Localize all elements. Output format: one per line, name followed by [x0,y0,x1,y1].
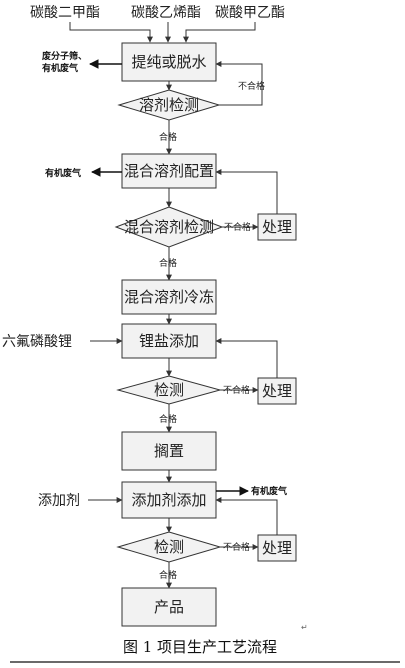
fail4-label: 不合格 [223,541,250,553]
step-product-box [121,587,217,627]
pass2-label: 合格 [159,257,177,269]
pass4-label: 合格 [159,569,177,581]
step-mix-config-box [121,153,217,189]
step-mix-config-label: 混合溶剂配置 [124,162,214,180]
step-mix-freeze-label: 混合溶剂冷冻 [124,288,214,306]
loop-handle2 [215,338,278,378]
loop-handle1 [215,169,278,214]
input-ec: 碳酸乙烯酯 [131,5,201,21]
loop-handle3 [215,497,278,535]
step-lithium-add-box [121,323,217,359]
handle1-box [257,213,297,241]
fail3-label: 不合格 [223,384,250,396]
handle1-label: 处理 [262,218,292,236]
step-solvent-check-label: 溶剂检测 [139,96,199,114]
waste2-label: 有机废气 [45,167,81,179]
pass1-label: 合格 [159,131,177,143]
pass3-label: 合格 [159,413,177,425]
step-check2-label: 检测 [154,381,184,399]
step-mix-freeze-box [121,279,217,315]
waste3-label: 有机废气 [251,485,287,497]
step-lithium-add-label: 锂盐添加 [139,332,199,350]
handle2-label: 处理 [262,382,292,400]
step-standing-label: 搁置 [154,442,184,460]
arrow-dmc [69,22,153,43]
input-emc: 碳酸甲乙酯 [215,5,285,21]
loop-fail1 [215,61,263,106]
arrow-emc [183,22,256,43]
fail1-label: 不合格 [238,80,265,92]
handle3-label: 处理 [262,539,292,557]
step-product-label: 产品 [154,598,184,616]
input-dmc: 碳酸二甲酯 [30,5,100,21]
figure-caption: 图 1 项目生产工艺流程 [123,638,277,656]
waste1-line2: 有机废气 [42,62,78,74]
paragraph-mark: ↵ [301,623,308,632]
handle2-box [257,377,297,405]
input-additive: 添加剂 [38,493,80,509]
fail2-label: 不合格 [224,221,251,233]
waste1-line1: 废分子筛、 [42,50,87,62]
step-mix-check-label: 混合溶剂检测 [124,218,214,236]
step-check3-label: 检测 [154,538,184,556]
step-purify-label: 提纯或脱水 [131,53,206,71]
step-additive-add-label: 添加剂添加 [131,491,206,509]
input-lipf6: 六氟磷酸锂 [2,334,72,350]
